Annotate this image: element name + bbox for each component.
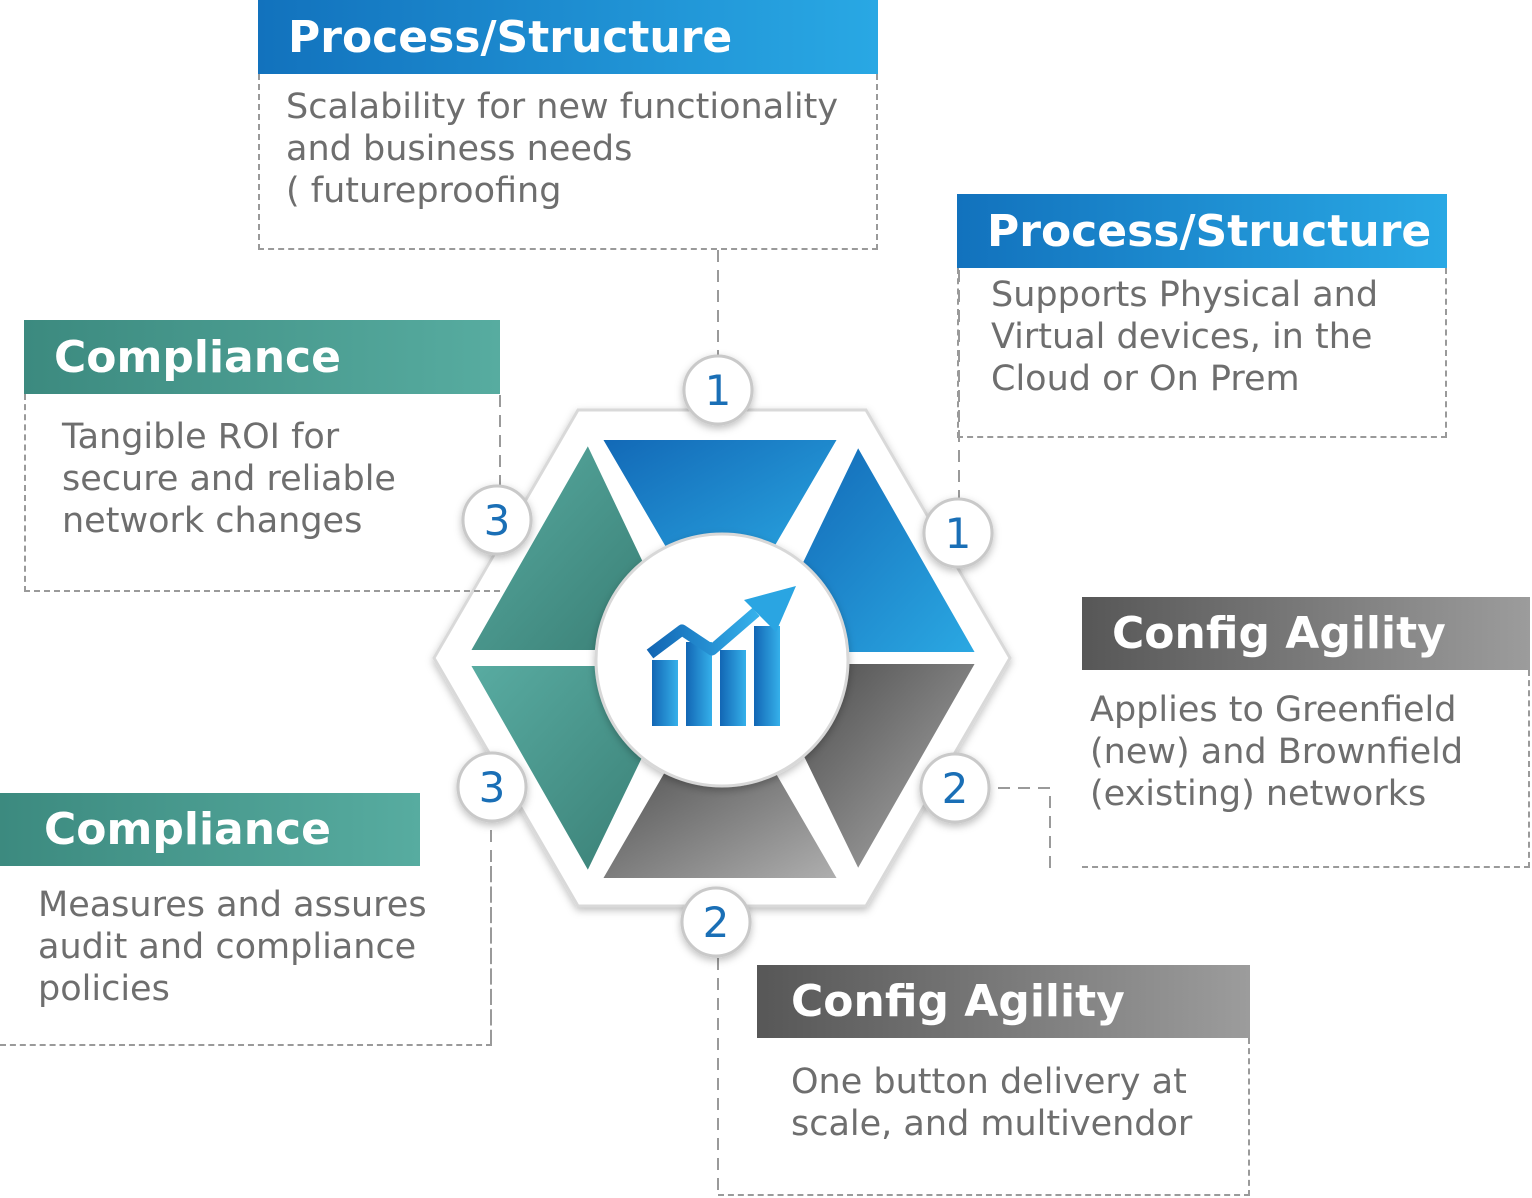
badge-left-bottom-number: 3 xyxy=(479,763,506,812)
card-text: Tangible ROI for secure and reliable net… xyxy=(62,416,396,542)
card-line: Supports Physical and xyxy=(991,275,1379,315)
badge-right-top-number: 1 xyxy=(945,509,972,558)
card-line: scale, and multivendor xyxy=(791,1104,1193,1144)
card-text: One button delivery at scale, and multiv… xyxy=(791,1061,1192,1145)
card-title: Config Agility xyxy=(791,976,1125,1027)
card-line: Scalability for new functionality xyxy=(286,87,839,127)
card-line: Cloud or On Prem xyxy=(991,359,1300,399)
badge-right-bottom-number: 2 xyxy=(942,764,969,813)
badge-bottom: 2 xyxy=(680,886,752,958)
card-header: Config Agility xyxy=(757,965,1250,1038)
card-text: Applies to Greenfield (new) and Brownfie… xyxy=(1090,689,1463,815)
card-body-border xyxy=(24,394,500,592)
growth-chart-icon xyxy=(646,586,796,726)
card-line: Virtual devices, in the xyxy=(991,317,1373,357)
number-badges: 1 1 2 2 3 3 xyxy=(456,354,994,958)
card-title: Process/Structure xyxy=(288,11,733,63)
card-header: Process/Structure xyxy=(957,194,1447,268)
card-line: Tangible ROI for xyxy=(62,417,340,457)
card-body-border xyxy=(258,74,878,250)
card-title: Process/Structure xyxy=(987,205,1432,257)
card-text: Measures and assures audit and complianc… xyxy=(38,884,427,1010)
card-line: network changes xyxy=(62,501,363,541)
badge-left-top: 3 xyxy=(461,484,533,556)
card-line: One button delivery at xyxy=(791,1062,1187,1102)
badge-left-bottom: 3 xyxy=(456,751,528,823)
card-text: Scalability for new functionality and bu… xyxy=(286,86,838,212)
badge-bottom-number: 2 xyxy=(703,898,730,947)
card-line: secure and reliable xyxy=(62,459,396,499)
card-header: Compliance xyxy=(24,320,500,394)
card-line: Measures and assures xyxy=(38,885,427,925)
card-header: Config Agility xyxy=(1082,597,1530,670)
card-body-border xyxy=(1082,670,1530,868)
card-body-border xyxy=(957,268,1447,438)
card-line: and business needs xyxy=(286,129,633,169)
card-line: Applies to Greenfield xyxy=(1090,690,1457,730)
badge-top-number: 1 xyxy=(705,366,732,415)
card-line: (existing) networks xyxy=(1090,774,1427,814)
card-line: ( futureproofing xyxy=(286,171,562,211)
card-line: (new) and Brownfield xyxy=(1090,732,1464,772)
card-title: Config Agility xyxy=(1112,608,1446,659)
card-header: Process/Structure xyxy=(258,0,878,74)
card-line: audit and compliance xyxy=(38,927,417,967)
badge-left-top-number: 3 xyxy=(484,496,511,545)
card-title: Compliance xyxy=(54,331,341,383)
badge-right-bottom: 2 xyxy=(919,752,991,824)
badge-right-top: 1 xyxy=(922,497,994,569)
card-body-border xyxy=(718,1038,1250,1196)
card-text: Supports Physical and Virtual devices, i… xyxy=(991,274,1378,400)
card-title: Compliance xyxy=(44,804,331,855)
card-header: Compliance xyxy=(0,793,420,866)
badge-top: 1 xyxy=(682,354,754,426)
card-body-border xyxy=(0,866,492,1046)
card-line: policies xyxy=(38,969,170,1009)
